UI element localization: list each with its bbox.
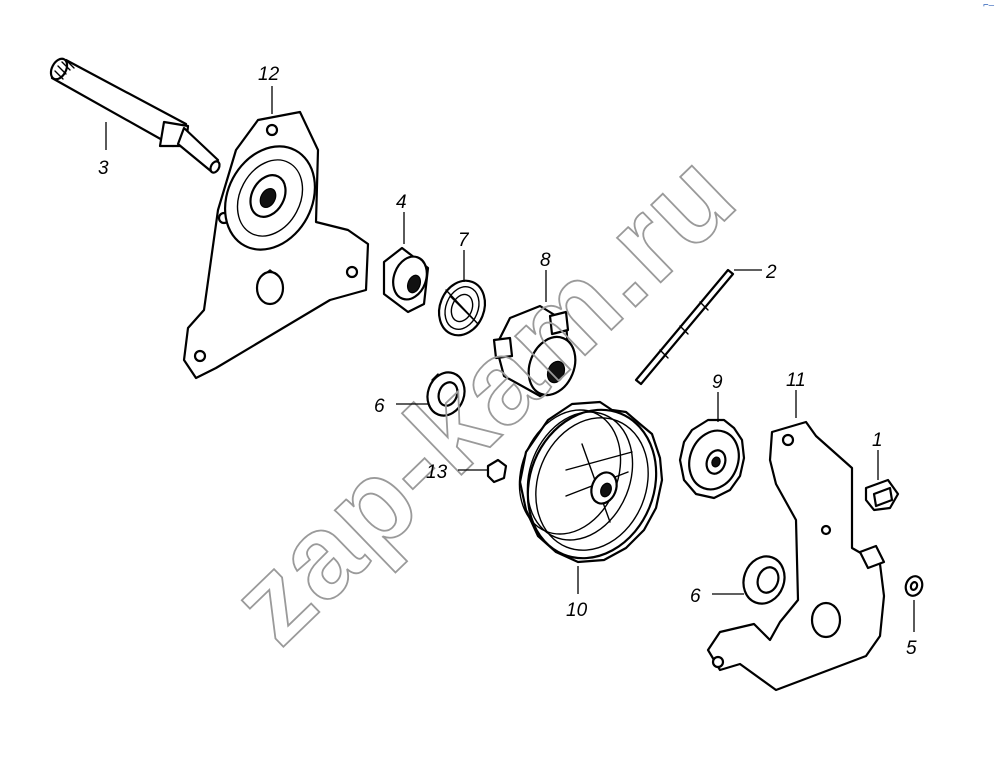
corner-mark: ⌐– [983, 1, 994, 11]
callout-13: 13 [426, 462, 448, 483]
part-4-bushing [382, 246, 430, 314]
callout-10: 10 [566, 600, 588, 621]
leader-lines [105, 86, 915, 632]
callout-1: 1 [872, 430, 883, 451]
callout-9: 9 [712, 372, 723, 393]
part-13-block [486, 458, 508, 484]
callout-5: 5 [906, 638, 917, 659]
callout-11: 11 [786, 370, 806, 391]
callout-2: 2 [765, 262, 777, 283]
part-11-bracket [706, 420, 886, 692]
part-5-washer-small [904, 575, 924, 597]
callout-labels: 1 2 3 4 5 6 6 7 8 9 10 11 12 13 [98, 64, 917, 659]
callout-3: 3 [98, 158, 109, 179]
part-10-gear [518, 400, 664, 564]
part-1-bolt [864, 478, 900, 512]
callout-12: 12 [258, 64, 280, 85]
callout-6-upper: 6 [374, 396, 385, 417]
part-2-pin [634, 268, 735, 386]
part-3-shaft [49, 57, 221, 174]
callout-6-lower: 6 [690, 586, 701, 607]
callout-4: 4 [396, 192, 407, 213]
part-6-washer-upper [426, 371, 466, 417]
callout-8: 8 [540, 250, 551, 271]
part-12-bracket [182, 110, 370, 380]
part-9-small-gear [678, 418, 746, 500]
part-7-spring [437, 279, 487, 337]
callout-7: 7 [458, 230, 470, 251]
part-8-hub [492, 304, 577, 398]
part-6-washer-lower [742, 555, 786, 605]
